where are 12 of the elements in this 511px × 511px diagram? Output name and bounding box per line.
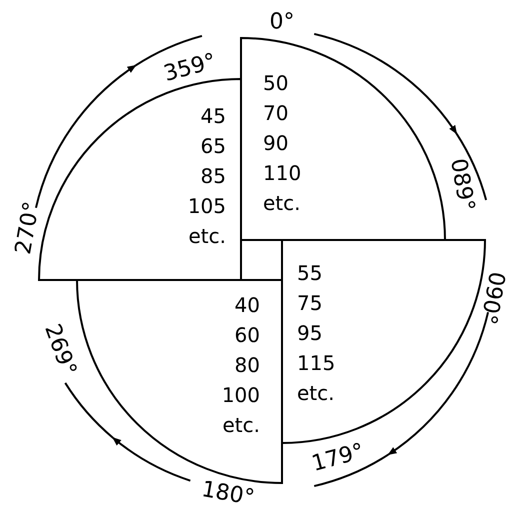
angle-label: 089° [445, 156, 479, 214]
number-list: 40 60 80 100 etc. [222, 290, 260, 440]
number-list: 50 70 90 110 etc. [263, 68, 302, 218]
number-list: 55 75 95 115 etc. [297, 258, 336, 408]
angle-label: 359° [161, 49, 219, 87]
angle-label: 180° [200, 477, 256, 511]
number-list: 45 65 85 105 etc. [188, 101, 226, 251]
angle-label: 270° [11, 200, 45, 256]
angle-label: 179° [309, 439, 367, 477]
angle-label: 0° [270, 10, 294, 34]
angle-label: 090° [475, 270, 509, 326]
angle-label: 269° [39, 320, 81, 380]
